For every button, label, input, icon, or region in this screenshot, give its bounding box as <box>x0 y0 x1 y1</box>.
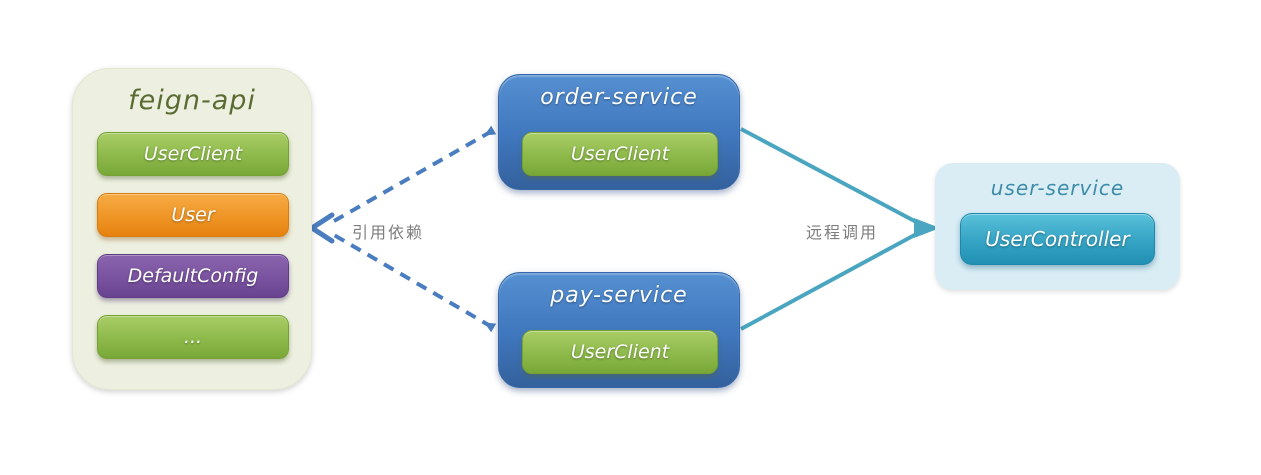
pay-service-userclient: UserClient <box>522 330 718 374</box>
feign-item-defaultconfig: DefaultConfig <box>97 254 289 298</box>
dependency-edge-pay <box>332 233 497 333</box>
dependency-edge-order <box>333 125 497 223</box>
feign-api-panel: feign-api UserClient User DefaultConfig … <box>72 68 312 390</box>
pay-service-panel: pay-service UserClient <box>498 272 740 388</box>
dependency-edge-label: 引用依赖 <box>352 223 425 242</box>
remote-call-edge-order <box>740 127 923 227</box>
feign-api-title: feign-api <box>128 85 256 116</box>
user-service-panel: user-service UserController <box>935 163 1180 290</box>
feign-item-ellipsis: ... <box>97 315 289 359</box>
order-service-userclient: UserClient <box>522 132 718 176</box>
user-service-usercontroller: UserController <box>960 213 1155 265</box>
pay-service-title: pay-service <box>550 283 688 308</box>
dependency-arrowhead-icon <box>309 212 335 244</box>
order-service-panel: order-service UserClient <box>498 74 740 190</box>
feign-item-user: User <box>97 193 289 237</box>
remote-call-edge-pay <box>740 229 923 331</box>
user-service-title: user-service <box>990 176 1125 200</box>
order-service-title: order-service <box>540 85 698 110</box>
remote-call-edge-label: 远程调用 <box>806 223 879 242</box>
feign-item-userclient: UserClient <box>97 132 289 176</box>
